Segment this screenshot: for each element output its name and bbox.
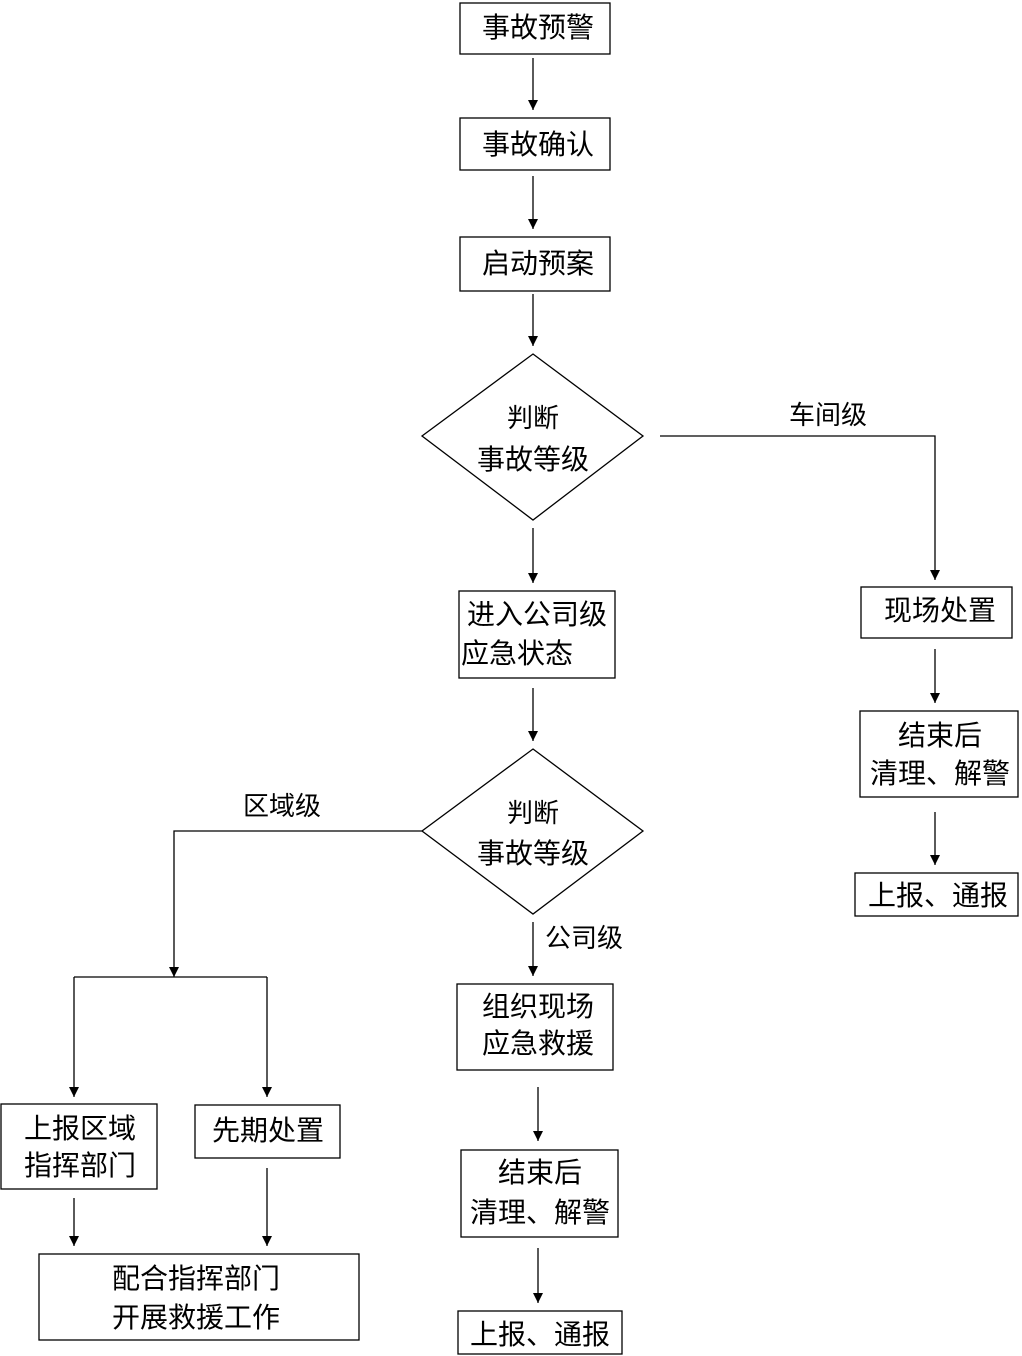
node-report-region: 上报区域 指挥部门 bbox=[0, 1103, 158, 1190]
node-workshop-end: 结束后 清理、解警 bbox=[859, 710, 1019, 798]
arrow-judge1-to-onsite-handle bbox=[660, 435, 940, 580]
node-initial-handle: 先期处置 bbox=[194, 1104, 341, 1159]
node-organize-rescue: 组织现场 应急救援 bbox=[456, 983, 614, 1071]
node-company-report: 上报、通报 bbox=[457, 1310, 623, 1355]
node-company-report-label: 上报、通报 bbox=[470, 1318, 610, 1351]
node-workshop-report: 上报、通报 bbox=[854, 872, 1019, 917]
node-start-plan: 启动预案 bbox=[459, 236, 611, 292]
node-initial-handle-label: 先期处置 bbox=[212, 1114, 324, 1147]
node-company-state-line1: 进入公司级 bbox=[467, 598, 607, 631]
node-judge2: 判断 事故等级 bbox=[420, 748, 645, 915]
edge-label-workshop-level: 车间级 bbox=[789, 401, 867, 431]
node-company-end-line2: 清理、解警 bbox=[470, 1196, 610, 1229]
node-workshop-end-line2: 清理、解警 bbox=[870, 757, 1010, 790]
node-judge2-line1: 判断 bbox=[507, 799, 559, 829]
node-judge1-line1: 判断 bbox=[507, 404, 559, 434]
node-company-end: 结束后 清理、解警 bbox=[460, 1149, 619, 1238]
node-workshop-report-label: 上报、通报 bbox=[868, 879, 1008, 912]
node-confirm: 事故确认 bbox=[459, 117, 611, 171]
node-organize-rescue-line2: 应急救援 bbox=[482, 1027, 594, 1060]
edge-label-company-level: 公司级 bbox=[545, 924, 623, 954]
node-company-state: 进入公司级 应急状态 bbox=[458, 590, 616, 679]
node-report-region-line1: 上报区域 bbox=[24, 1112, 136, 1145]
node-cooperate-line2: 开展救援工作 bbox=[112, 1301, 280, 1334]
node-judge1: 判断 事故等级 bbox=[420, 353, 645, 521]
node-onsite-handle: 现场处置 bbox=[860, 586, 1013, 639]
connectors bbox=[69, 58, 940, 1303]
node-start-plan-label: 启动预案 bbox=[482, 247, 594, 280]
edge-label-region-level: 区域级 bbox=[243, 792, 321, 822]
node-cooperate: 配合指挥部门 开展救援工作 bbox=[38, 1253, 360, 1341]
node-cooperate-line1: 配合指挥部门 bbox=[112, 1262, 280, 1295]
node-company-end-line1: 结束后 bbox=[498, 1156, 582, 1189]
node-warning-label: 事故预警 bbox=[482, 11, 594, 44]
node-onsite-handle-label: 现场处置 bbox=[884, 594, 996, 627]
arrow-judge2-to-region-branch bbox=[169, 830, 422, 977]
node-organize-rescue-line1: 组织现场 bbox=[482, 990, 594, 1023]
node-workshop-end-line1: 结束后 bbox=[898, 719, 982, 752]
node-company-state-line2: 应急状态 bbox=[461, 637, 573, 670]
node-confirm-label: 事故确认 bbox=[482, 128, 594, 161]
node-warning: 事故预警 bbox=[459, 2, 611, 55]
node-judge1-line2: 事故等级 bbox=[477, 443, 589, 476]
node-judge2-line2: 事故等级 bbox=[477, 837, 589, 870]
node-report-region-line2: 指挥部门 bbox=[24, 1149, 136, 1182]
